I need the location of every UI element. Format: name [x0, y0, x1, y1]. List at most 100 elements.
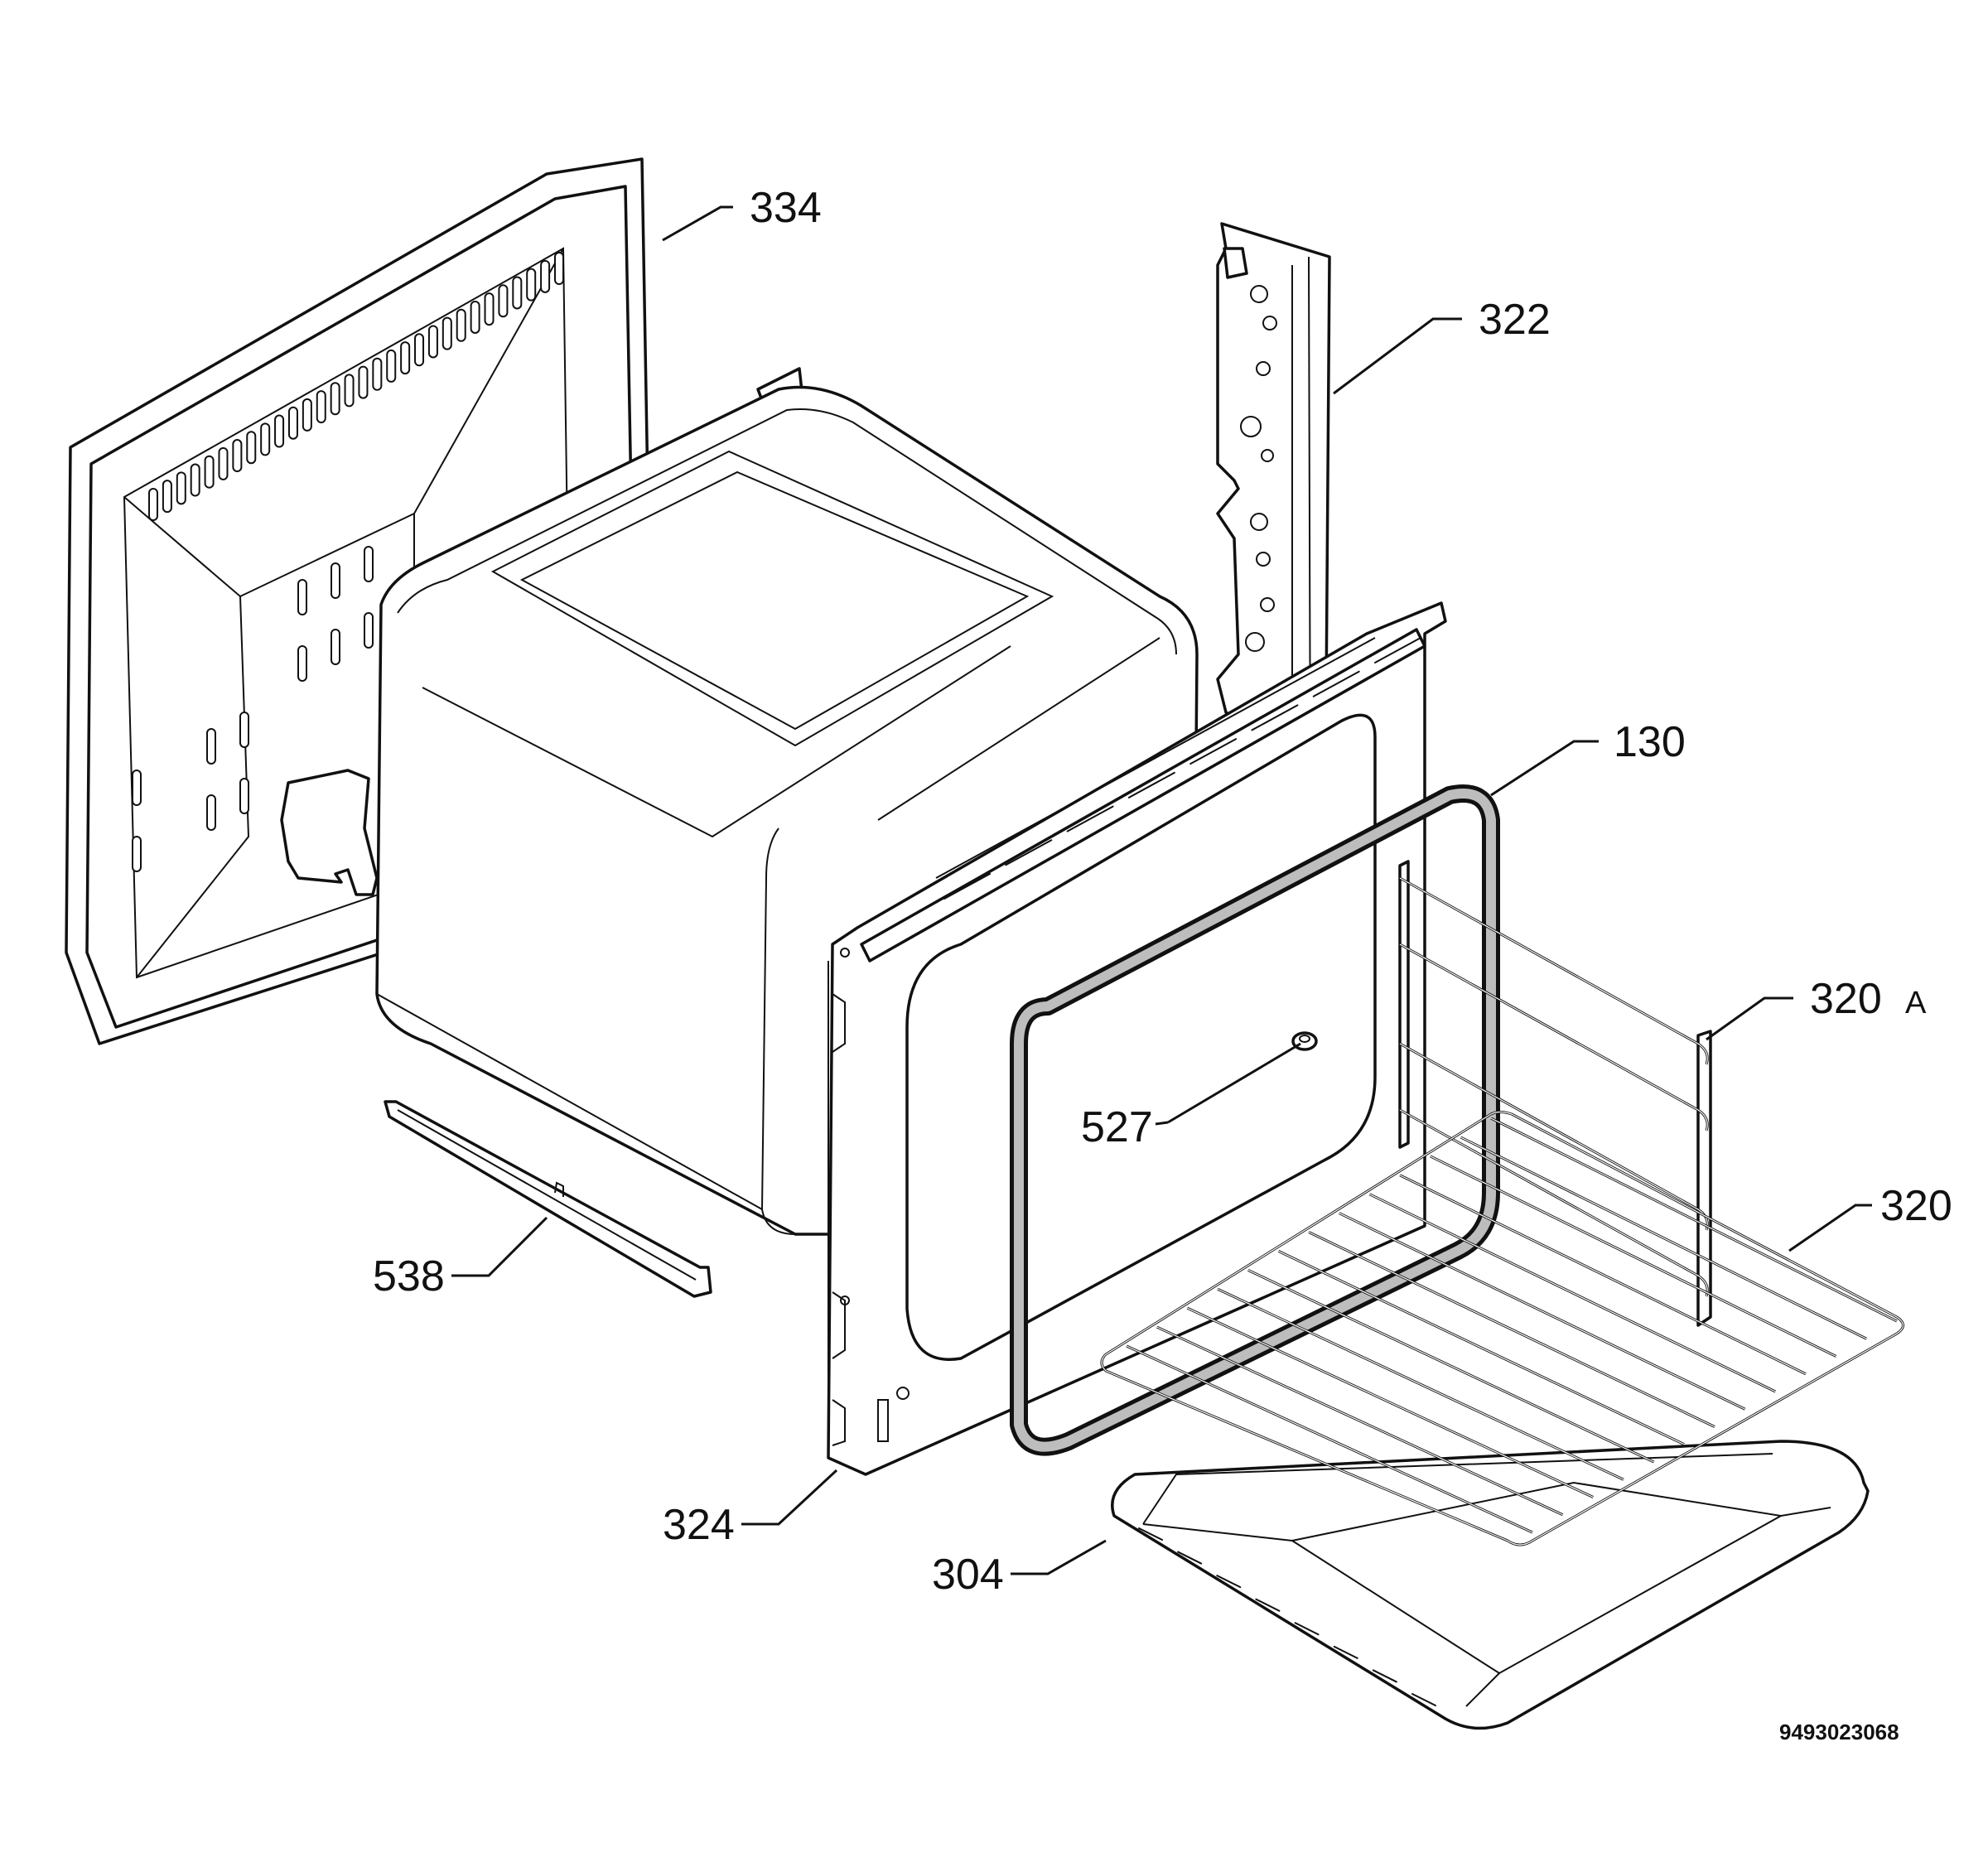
vent-slot: [554, 252, 564, 285]
bracket-hole: [1250, 513, 1268, 531]
vent-slot: [190, 463, 200, 497]
shelf-wire-highlight: [1308, 1231, 1715, 1428]
shelf-wire-highlight: [1278, 1250, 1685, 1445]
shelf-wire-highlight: [1369, 1194, 1776, 1392]
side-bracket-322: [1216, 222, 1331, 809]
tray-slot: [1177, 1551, 1203, 1565]
shelf-wire-highlight: [1217, 1288, 1624, 1480]
callout-538: 538: [373, 1252, 445, 1300]
drawing-code: 9493023068: [1779, 1720, 1899, 1744]
rear-panel-vent-slots: [132, 252, 564, 872]
shelf-wire-highlight: [1460, 1136, 1867, 1339]
vent-slot: [148, 488, 158, 521]
tray-edge-slots: [1138, 1527, 1436, 1706]
vent-slot: [400, 341, 411, 375]
tray-slot: [1216, 1575, 1242, 1589]
vent-slot: [330, 382, 340, 416]
bracket-hole: [1262, 316, 1277, 330]
vent-slot: [239, 778, 249, 814]
callout-320a: 320: [1810, 975, 1882, 1023]
shelf-wire-highlight: [1126, 1345, 1533, 1533]
vent-slot: [442, 316, 452, 350]
vent-slot: [206, 794, 216, 831]
shelf-wire-highlight: [1247, 1269, 1654, 1463]
callout-322: 322: [1479, 296, 1551, 344]
tray-slot: [1255, 1598, 1281, 1612]
vent-slot: [239, 712, 249, 748]
shelf-wire-highlight: [1156, 1326, 1563, 1516]
callout-304: 304: [932, 1551, 1004, 1599]
vent-slot: [274, 414, 285, 448]
vent-slot: [372, 357, 383, 391]
shelf-wire-highlight: [1399, 1175, 1807, 1375]
frame-slot: [1005, 839, 1053, 866]
frame-slot: [1312, 670, 1360, 697]
tray-slot: [1411, 1693, 1436, 1706]
vent-slot: [484, 292, 495, 326]
frame-slot: [1127, 771, 1175, 798]
vent-slot: [260, 422, 271, 456]
vent-slot: [512, 276, 523, 310]
bracket-hole: [1261, 449, 1274, 462]
frame-slot: [1374, 637, 1421, 663]
shelf-wire-highlight: [1490, 1117, 1898, 1322]
vent-slot: [218, 446, 229, 480]
front-frame-slots: [943, 637, 1421, 900]
bracket-hole: [1260, 597, 1275, 612]
vent-slot: [297, 645, 307, 682]
vent-slot: [232, 439, 243, 473]
frame-slot: [1066, 805, 1114, 832]
rail-wire-highlight: [1399, 943, 1708, 1131]
baking-tray-304: [1111, 1440, 1870, 1730]
tray-slot: [1294, 1622, 1320, 1636]
frame-slot: [1251, 704, 1299, 731]
callout-320: 320: [1880, 1182, 1952, 1230]
vent-slot: [386, 349, 397, 383]
vent-slot: [132, 770, 142, 806]
tray-slot: [1138, 1527, 1163, 1541]
shelf-frame-highlight: [1101, 1111, 1904, 1546]
vent-slot: [331, 629, 340, 665]
rail-wire: [1399, 943, 1709, 1131]
vent-slot: [540, 259, 551, 293]
callout-334: 334: [750, 184, 822, 232]
frame-slot: [1189, 738, 1238, 765]
callout-527: 527: [1081, 1103, 1153, 1151]
vent-slot: [287, 406, 298, 440]
vent-slot: [364, 546, 374, 582]
callout-320a-suffix: A: [1905, 986, 1927, 1020]
vent-slot: [498, 284, 509, 318]
callout-324: 324: [663, 1501, 735, 1549]
vent-slot: [364, 612, 374, 649]
vent-slot: [470, 300, 480, 334]
vent-slot: [246, 431, 257, 465]
tray-slot: [1333, 1645, 1358, 1659]
vent-slot: [206, 728, 216, 765]
wire-shelf-320: [1100, 1111, 1904, 1546]
vent-slot: [358, 365, 369, 399]
bracket-hole: [1256, 361, 1271, 376]
callout-leaders: [451, 205, 1872, 1575]
vent-slot: [427, 325, 438, 359]
vent-slot: [344, 374, 355, 408]
frame-slot: [943, 873, 991, 900]
tray-slot: [1372, 1669, 1397, 1683]
shelf-wire-highlight: [1339, 1213, 1745, 1410]
bracket-hole: [1250, 285, 1268, 303]
bracket-hole: [1256, 552, 1271, 567]
door-gasket-130: [1010, 784, 1500, 1456]
vent-slot: [316, 390, 326, 424]
vent-slot: [414, 333, 425, 367]
shelf-wire-highlight: [1187, 1307, 1594, 1498]
vent-slot: [176, 471, 186, 505]
vent-slot: [204, 455, 215, 489]
vent-slot: [526, 268, 537, 302]
vent-slot: [302, 398, 312, 432]
bracket-hole: [1245, 632, 1265, 652]
vent-slot: [132, 836, 142, 872]
bracket-hole: [1240, 416, 1262, 437]
vent-slot: [331, 562, 340, 599]
rail-wire-highlight: [1399, 877, 1708, 1065]
bottom-rail-538: [384, 1100, 712, 1298]
